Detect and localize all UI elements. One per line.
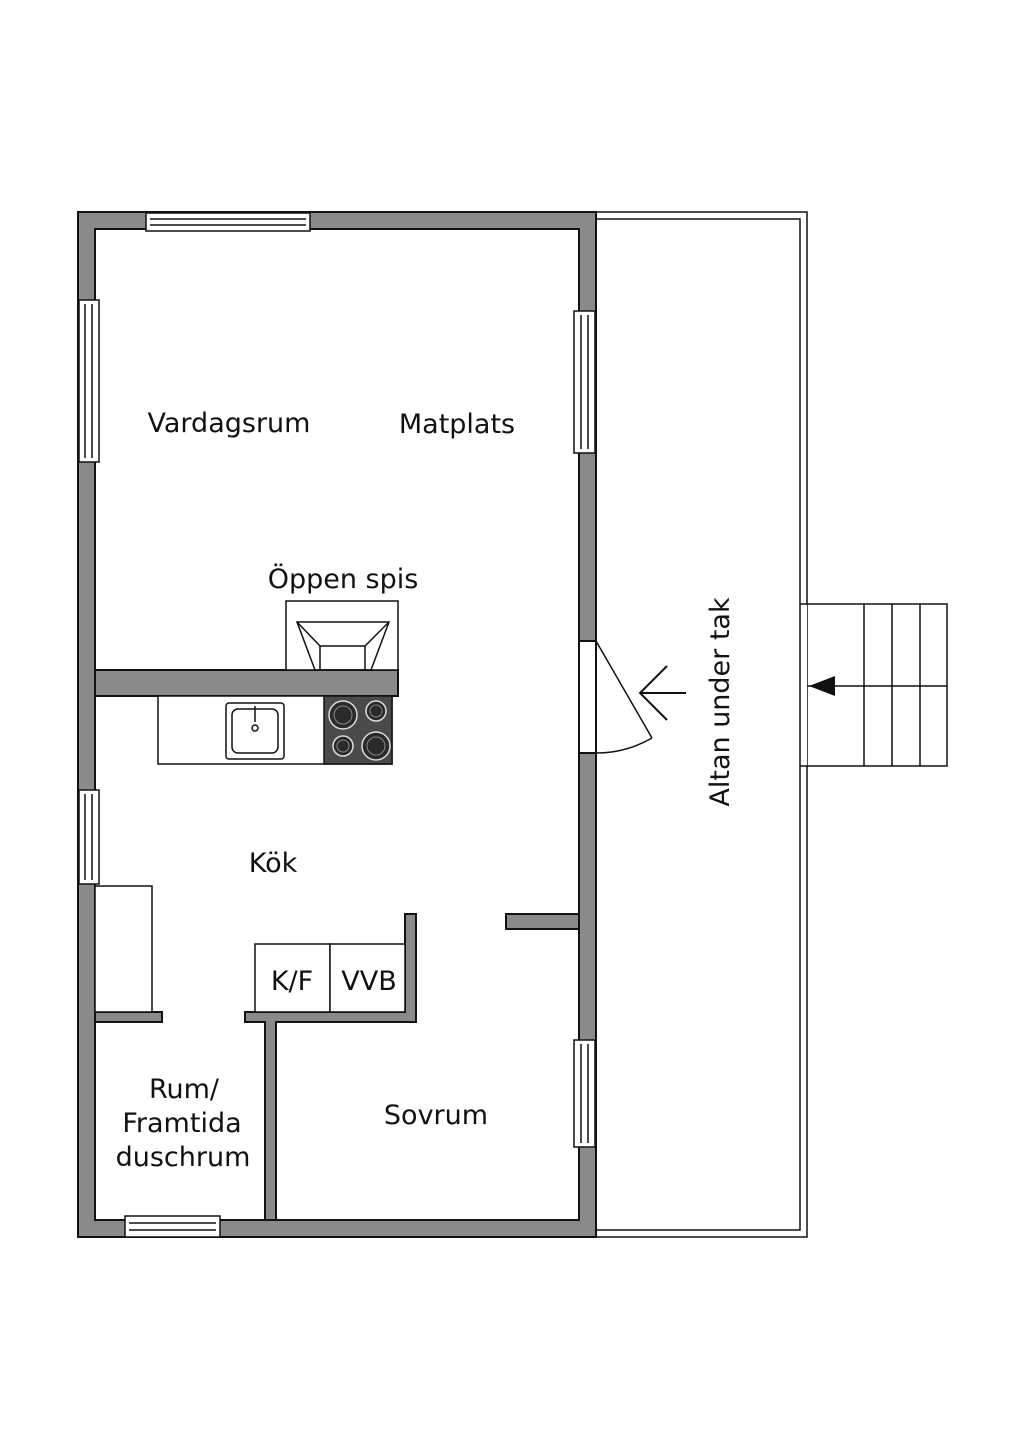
wall-bathroom-left <box>94 1011 163 1023</box>
entrance-door <box>595 640 653 754</box>
label-duschrum: duschrum <box>116 1142 251 1173</box>
window-bottom <box>124 1215 221 1238</box>
veranda <box>596 211 808 1238</box>
stair-arrow-icon <box>809 676 835 696</box>
windows <box>78 212 596 1238</box>
window-left-upper <box>78 299 100 463</box>
appliance-boxes <box>254 943 406 1013</box>
label-vvb: VVB <box>341 966 396 997</box>
label-kok: Kök <box>249 848 298 879</box>
label-kf: K/F <box>271 966 313 997</box>
fireplace <box>285 600 399 671</box>
label-altan: Altan under tak <box>705 597 736 807</box>
label-matplats: Matplats <box>399 409 515 440</box>
label-framtida: Framtida <box>122 1108 241 1139</box>
window-top <box>145 212 311 232</box>
door-opening <box>580 641 595 753</box>
label-rum: Rum/ <box>149 1074 220 1105</box>
window-right-lower <box>573 1039 596 1148</box>
wall-stub <box>505 913 580 930</box>
window-right-upper <box>573 310 596 454</box>
sink-icon <box>225 702 285 760</box>
window-left-lower <box>78 789 100 885</box>
wall-living-kitchen <box>94 669 399 697</box>
kitchen-counter <box>157 695 393 765</box>
closet <box>94 885 153 1013</box>
water-heater-box <box>329 943 406 1013</box>
fridge-freezer-box <box>254 943 331 1013</box>
entrance-arrow-icon <box>638 665 686 721</box>
stove-icon <box>323 695 393 765</box>
label-sovrum: Sovrum <box>384 1100 488 1131</box>
label-oppen-spis: Öppen spis <box>268 563 419 595</box>
label-vardagsrum: Vardagsrum <box>148 408 311 439</box>
